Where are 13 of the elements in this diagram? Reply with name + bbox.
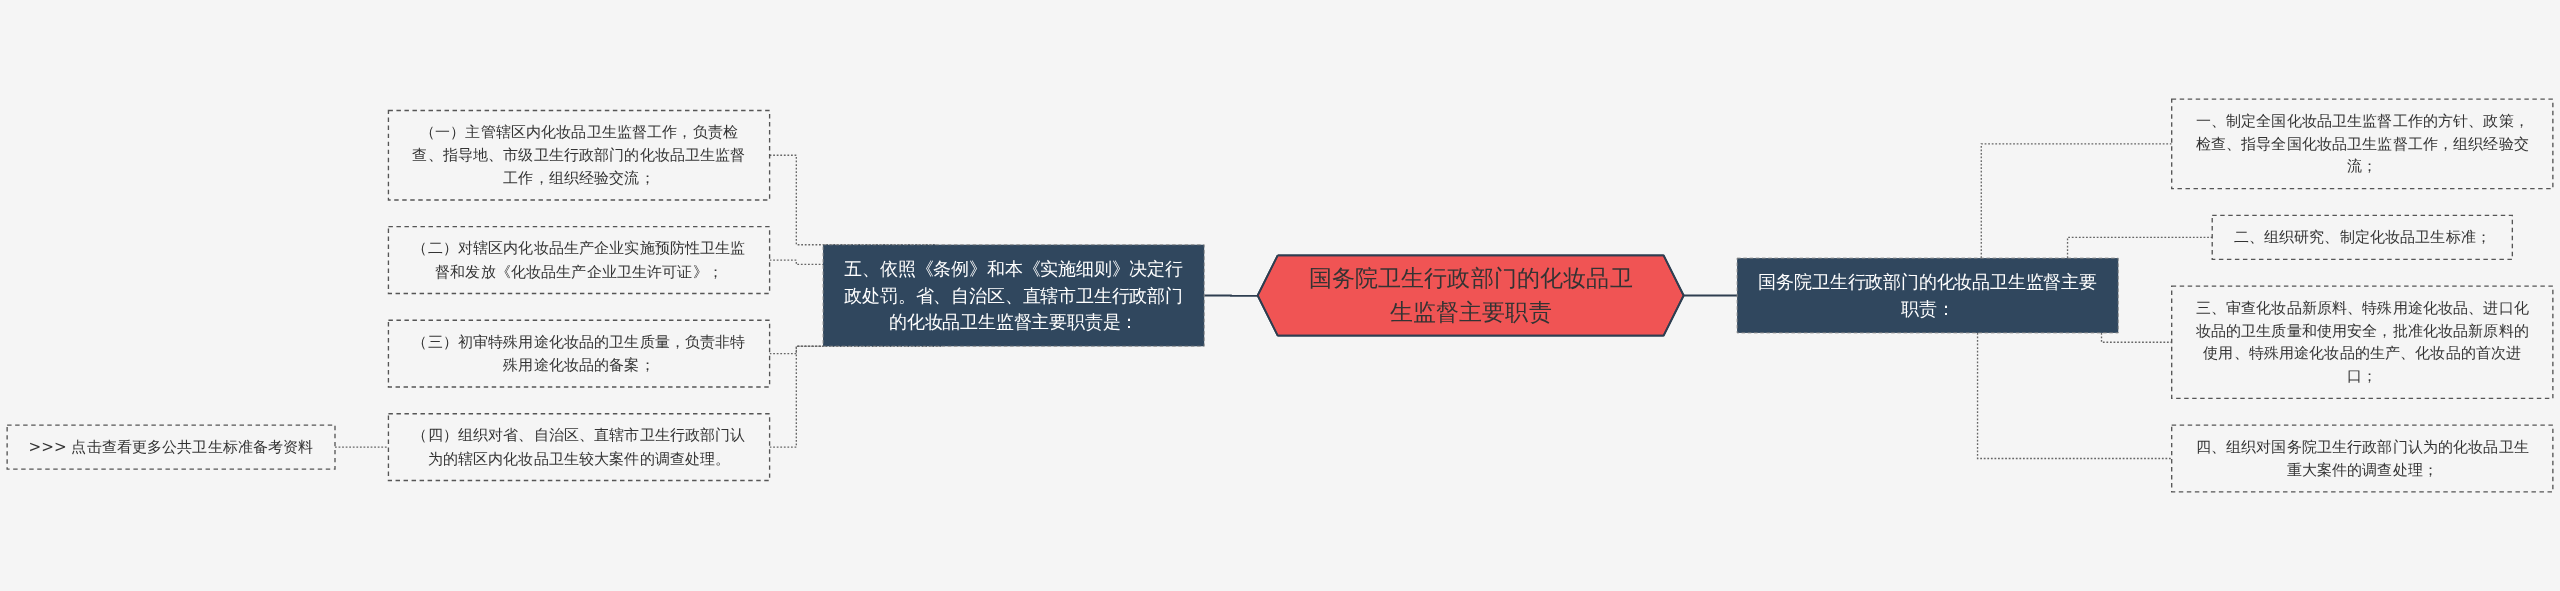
node-box: >>> 点击查看更多公共卫生标准备考资料	[6, 424, 336, 470]
connector	[1683, 294, 1738, 297]
node-box: （四）组织对省、自治区、直辖市卫生行政部门认为的辖区内化妆品卫生较大案件的调查处理。	[387, 413, 771, 482]
node-box: 一、制定全国化妆品卫生监督工作的方针、政策，检查、指导全国化妆品卫生监督工作，组织经验交流；	[2171, 98, 2554, 190]
node-box: 国务院卫生行政部门的化妆品卫生监督主要职责：	[1736, 257, 2119, 334]
connector	[1203, 294, 1259, 297]
node-box: 四、组织对国务院卫生行政部门认为的化妆品卫生重大案件的调查处理；	[2171, 424, 2554, 493]
node-box: 二、组织研究、制定化妆品卫生标准；	[2211, 214, 2513, 261]
node-box: 三、审查化妆品新原料、特殊用途化妆品、进口化妆品的卫生质量和使用安全，批准化妆品新原料的使用、特殊用途化妆品的生产、化妆品的首次进口；	[2171, 285, 2554, 400]
node-box: （二）对辖区内化妆品生产企业实施预防性卫生监督和发放《化妆品生产企业卫生许可证》；	[387, 226, 771, 295]
node-box: （三）初审特殊用途化妆品的卫生质量，负责非特殊用途化妆品的备案；	[387, 319, 771, 388]
node-box: 五、依照《条例》和本《实施细则》决定行政处罚。省、自治区、直辖市卫生行政部门的化妆品卫生监督主要职责是：	[822, 244, 1205, 347]
node-box: （一）主管辖区内化妆品卫生监督工作，负责检查、指导地、市级卫生行政部门的化妆品卫生监督工作，组织经验交流；	[387, 109, 771, 201]
